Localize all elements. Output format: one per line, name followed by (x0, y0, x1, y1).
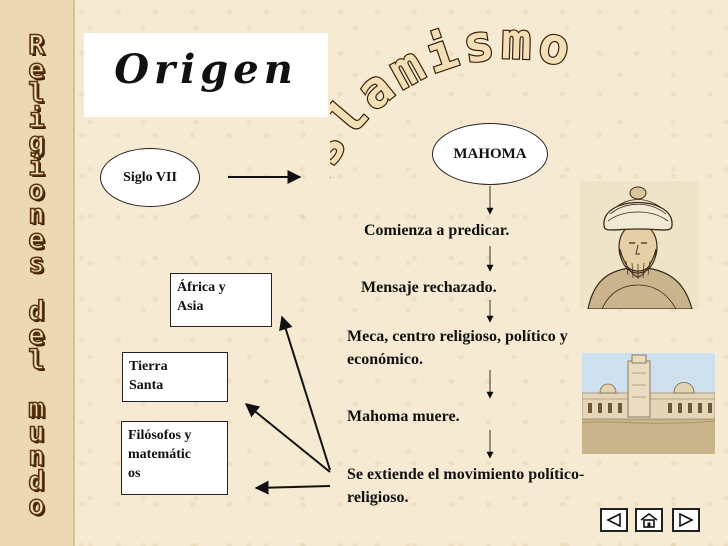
mahoma-ellipse: MAHOMA (432, 123, 548, 185)
region-tierra-santa: Tierra Santa (122, 352, 228, 402)
siglo-label: Siglo VII (123, 169, 177, 185)
side-title-letter: e (28, 54, 46, 86)
arrow-to-tierra-santa (244, 403, 331, 473)
mosque-photo (582, 353, 715, 454)
origen-box (84, 33, 328, 117)
side-title-letter: u (28, 417, 46, 449)
side-title-letter: n (28, 199, 46, 231)
side-title-letter: R (28, 30, 46, 61)
side-title-letter: m (28, 393, 46, 424)
step-muere: Mahoma muere. (347, 408, 460, 425)
step-meca: Meca, centro religioso, político y econó… (347, 328, 568, 368)
side-title-letter: l (28, 344, 46, 376)
region-africa-asia: África y Asia (170, 273, 272, 327)
region-filosofos: Filósofos y matemátic os (121, 421, 228, 495)
step-comienza: Comienza a predicar. (364, 222, 510, 239)
side-title-letter: o (28, 175, 46, 207)
home-button[interactable] (635, 508, 663, 532)
arrow-to-africa-asia (279, 315, 331, 471)
side-title-letter: e (28, 223, 46, 255)
step-mensaje: Mensaje rechazado. (361, 279, 497, 296)
origen-label: Origen (114, 46, 298, 93)
main-title-letter: s (459, 13, 497, 75)
triangle-right-icon (679, 513, 694, 527)
side-title-letter: d (28, 296, 46, 328)
step-extiende: Se extiende el movimiento político- reli… (347, 466, 585, 506)
side-title-letter: e (28, 320, 46, 352)
side-title-band (0, 0, 75, 546)
side-title-letter: i (28, 151, 46, 182)
house-icon (640, 513, 658, 528)
prev-button[interactable] (600, 508, 628, 532)
triangle-left-icon (606, 513, 621, 527)
main-title-letter: m (501, 12, 533, 71)
side-title-letter: l (28, 78, 46, 110)
side-title-letter: i (28, 102, 46, 134)
mahoma-label: MAHOMA (453, 145, 527, 162)
side-title-letter: n (28, 441, 46, 473)
side-title-letter: d (28, 465, 46, 497)
side-title-letter: o (28, 489, 46, 521)
siglo-ellipse: Siglo VII (100, 148, 200, 207)
arrow-to-filosofos (254, 480, 331, 495)
main-title-letter: o (534, 15, 576, 78)
side-title-letter: s (28, 247, 46, 279)
mahoma-portrait (580, 181, 698, 309)
side-title-letter: g (28, 126, 46, 158)
next-button[interactable] (672, 508, 700, 532)
